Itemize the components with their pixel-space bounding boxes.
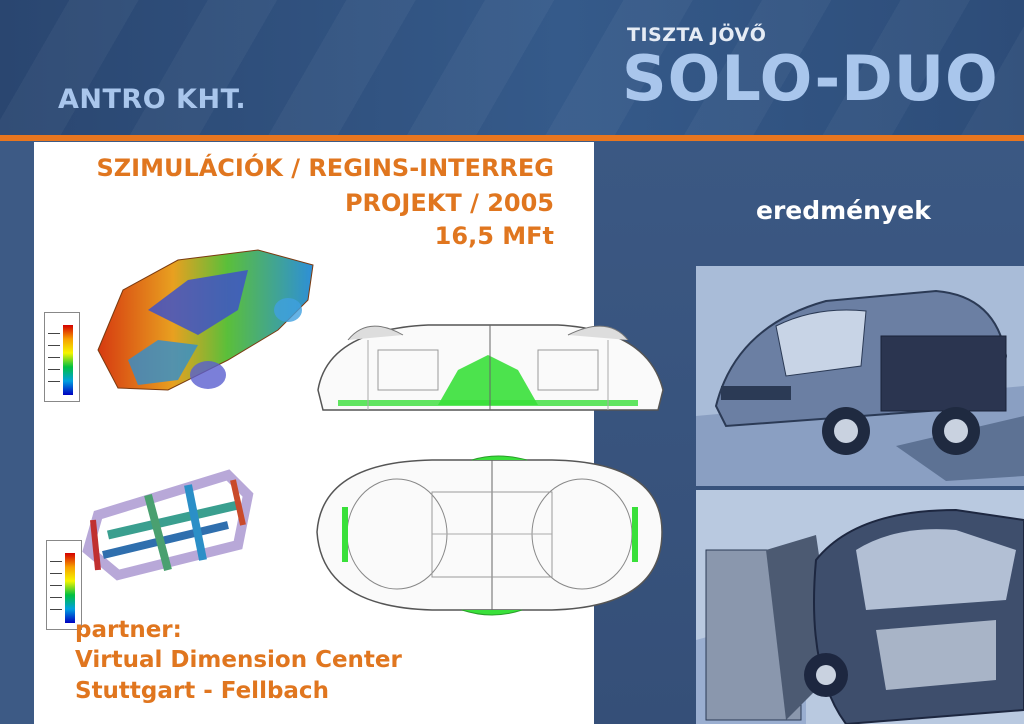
body-stress-plot [88,240,323,395]
partner-label: partner: [75,617,182,643]
frame-stress-plot [78,455,258,585]
header-band [0,0,1024,136]
result-render-2 [696,490,1024,724]
company-name: ANTRO KHT. [58,84,247,115]
color-legend [44,312,80,402]
partner-name: Virtual Dimension Center [75,647,402,673]
header-divider [0,135,1024,141]
header-texture [0,0,1024,136]
project-line-2: PROJEKT / 2005 [344,189,554,217]
side-view-mesh [308,310,673,422]
result-render-1 [696,266,1024,486]
results-label: eredmények [756,196,931,225]
product-title: SOLO-DUO [622,42,999,115]
partner-location: Stuttgart - Fellbach [75,678,329,704]
frame-legend [46,540,82,630]
simulation-panel [34,142,594,724]
top-view-mesh [312,452,667,617]
project-line-1: SZIMULÁCIÓK / REGINS-INTERREG [96,154,554,182]
project-line-3: 16,5 MFt [434,222,554,250]
tagline: TISZTA JÖVŐ [627,24,767,46]
